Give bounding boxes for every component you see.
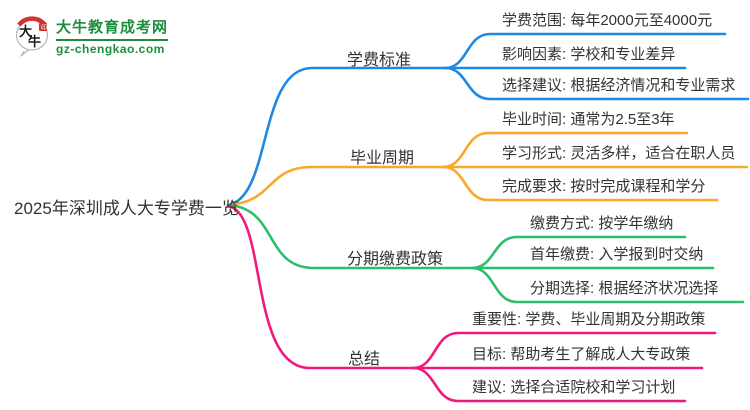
branch-lines-installment-policy <box>226 203 745 304</box>
leaf-line-suggestion <box>411 366 687 403</box>
leaf-importance: 重要性: 学费、毕业周期及分期政策 <box>472 311 706 328</box>
branch-line-summary <box>226 204 704 370</box>
logo-text-block: 大牛教育成考网 gz-chengkao.com <box>56 16 169 56</box>
site-logo: 印 大 牛 大牛教育成考网 gz-chengkao.com <box>14 15 169 57</box>
svg-text:牛: 牛 <box>28 34 41 50</box>
leaf-study-format: 学习形式: 灵活多样，适合在职人员 <box>502 145 736 162</box>
leaf-selection-advice: 选择建议: 根据经济情况和专业需求 <box>502 77 736 94</box>
branch-line-tuition-standard <box>226 66 687 207</box>
leaf-completion-requirements: 完成要求: 按时完成课程和学分 <box>502 178 706 195</box>
leaf-graduation-time: 毕业时间: 通常为2.5至3年 <box>502 111 675 128</box>
logo-divider <box>56 39 169 41</box>
leaf-influencing-factors: 影响因素: 学校和专业差异 <box>502 46 676 63</box>
leaf-line-selection-advice <box>443 66 750 101</box>
svg-text:印: 印 <box>41 25 47 32</box>
leaf-suggestion: 建议: 选择合适院校和学习计划 <box>472 379 676 396</box>
branch-line-graduation-cycle <box>226 165 749 207</box>
branch-lines-tuition-standard <box>226 32 750 207</box>
branch-label-summary: 总结 <box>348 351 381 368</box>
leaf-line-importance <box>411 331 717 370</box>
logo-bull-icon: 印 大 牛 <box>15 16 49 57</box>
leaf-payment-method: 缴费方式: 按学年缴纳 <box>530 215 674 232</box>
leaf-installment-choice: 分期选择: 根据经济状况选择 <box>530 280 719 297</box>
branch-label-tuition-standard: 学费标准 <box>347 52 412 69</box>
site-domain: gz-chengkao.com <box>56 42 165 56</box>
mindmap-root-title: 2025年深圳成人大专学费一览 <box>14 199 239 218</box>
branch-lines-graduation-cycle <box>226 131 749 207</box>
branch-line-installment-policy <box>226 203 715 270</box>
branch-label-graduation-cycle: 毕业周期 <box>350 150 415 167</box>
site-name: 大牛教育成考网 <box>56 19 169 36</box>
branch-label-installment-policy: 分期缴费政策 <box>347 251 444 268</box>
leaf-line-payment-method <box>470 235 687 270</box>
leaf-goal: 目标: 帮助考生了解成人大专政策 <box>472 346 691 363</box>
svg-text:大: 大 <box>19 24 32 40</box>
leaf-line-graduation-time <box>441 131 689 169</box>
leaf-first-year-payment: 首年缴费: 入学报到时交纳 <box>530 246 704 263</box>
branch-lines-summary <box>226 204 717 403</box>
leaf-line-completion-requirements <box>441 165 719 202</box>
leaf-tuition-range: 学费范围: 每年2000元至4000元 <box>502 12 713 29</box>
leaf-line-installment-choice <box>470 266 745 304</box>
leaf-line-tuition-range <box>443 32 727 70</box>
